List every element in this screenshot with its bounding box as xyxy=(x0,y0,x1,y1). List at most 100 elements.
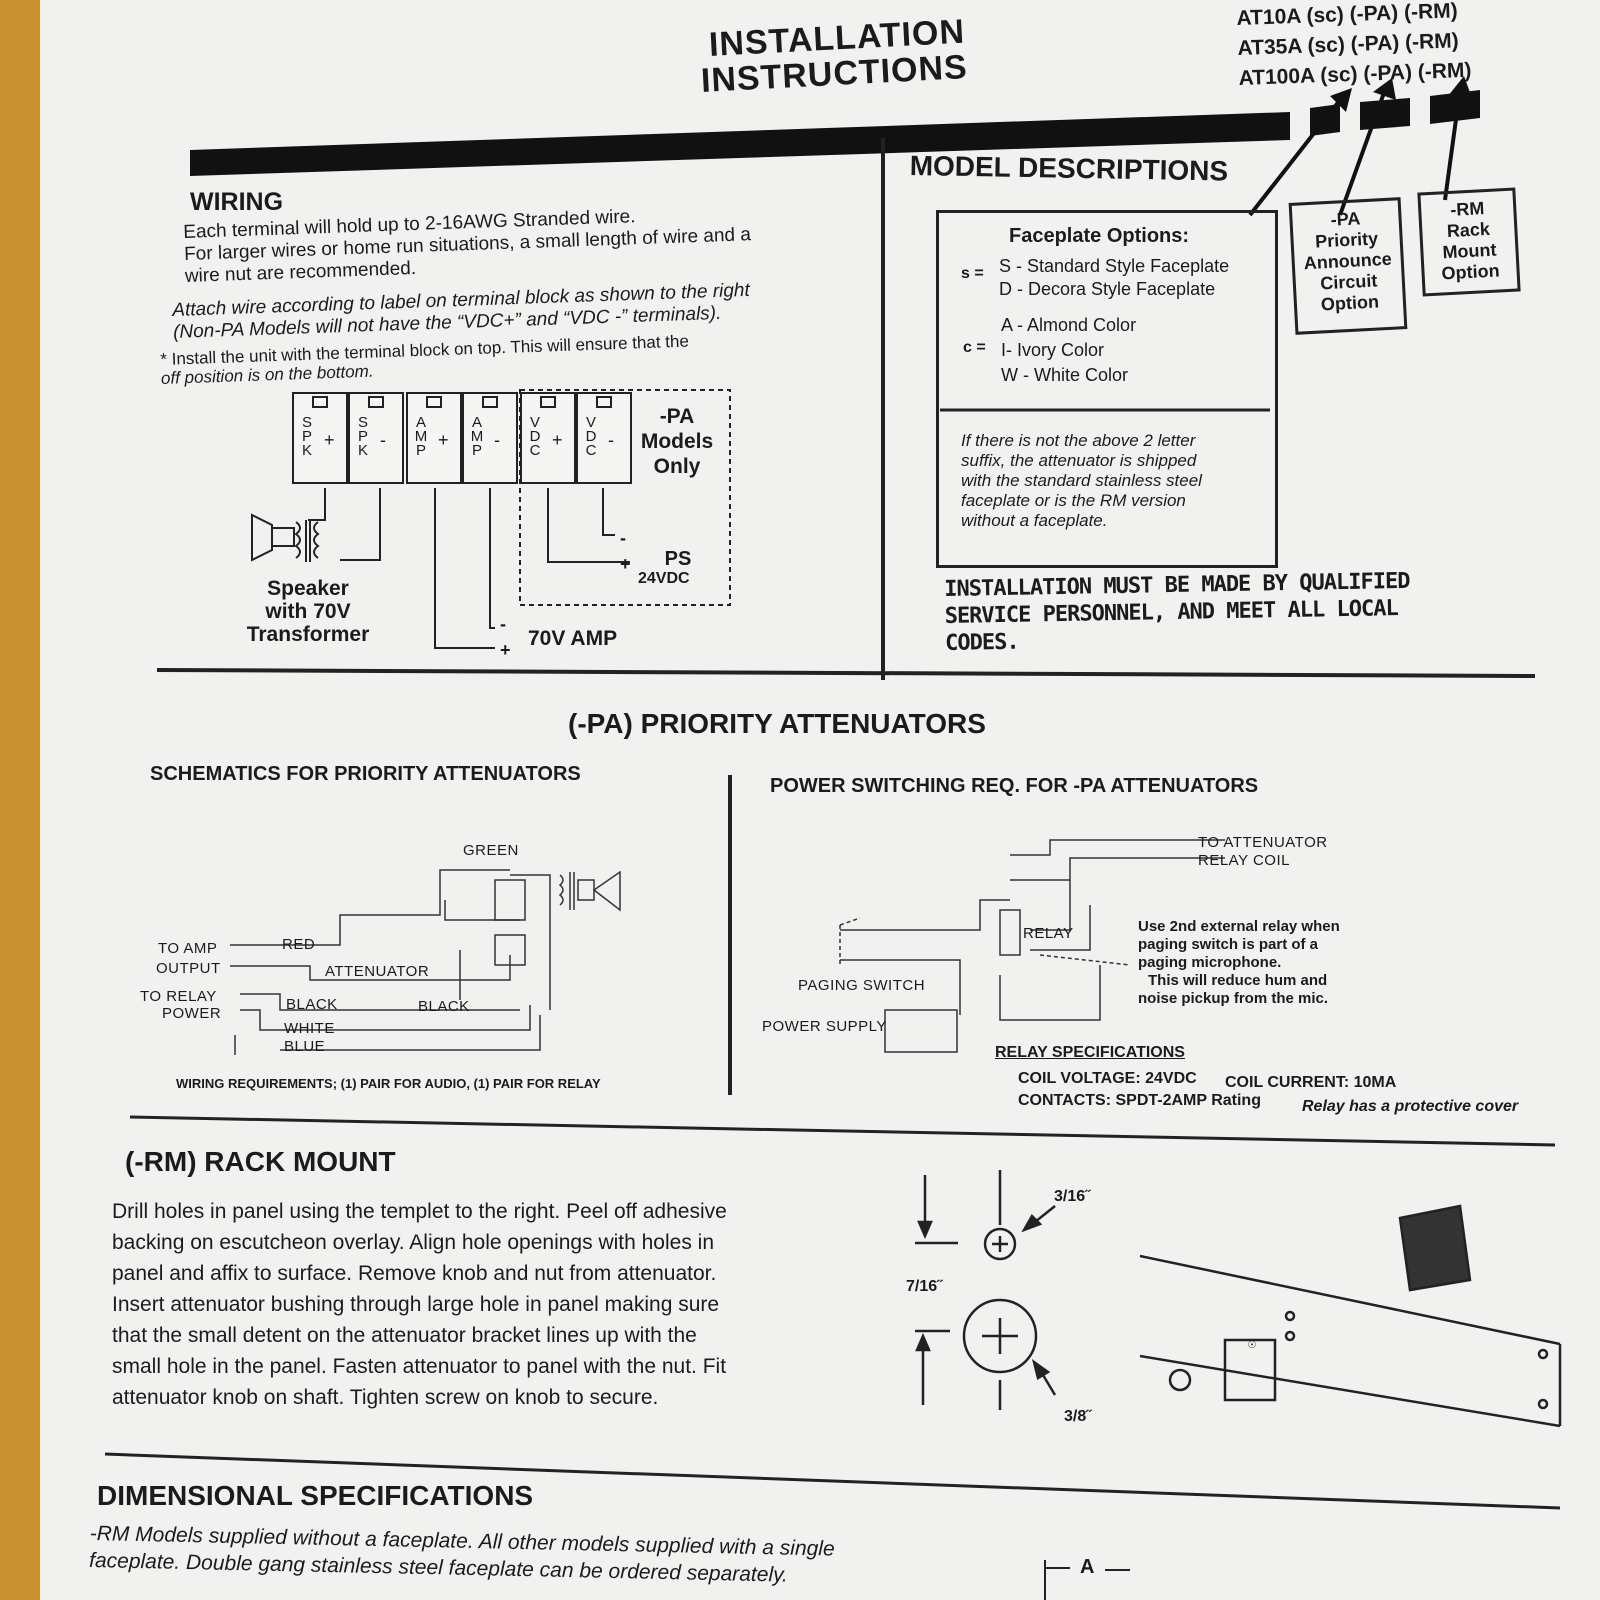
to-attenuator-line2: RELAY COIL xyxy=(1198,852,1290,869)
amp-minus: - xyxy=(500,614,506,634)
rack-line5: that the small detent on the attenuator … xyxy=(112,1324,697,1347)
pa-only-line3: Only xyxy=(653,455,701,478)
priority-heading: (-PA) PRIORITY ATTENUATORS xyxy=(568,708,986,739)
suffix-note-line2: suffix, the attenuator is shipped xyxy=(961,451,1197,470)
instruction-sheet: INSTALLATION INSTRUCTIONS AT10A (sc) (-P… xyxy=(40,0,1600,1600)
pa-only-line1: -PA xyxy=(659,405,695,428)
qualified-warning: INSTALLATION MUST BE MADE BY QUALIFIED S… xyxy=(944,568,1411,657)
suffix-note-line5: without a faceplate. xyxy=(961,511,1108,530)
suffix-note-line1: If there is not the above 2 letter xyxy=(961,431,1196,450)
relay-note-line1: Use 2nd external relay when xyxy=(1138,918,1340,935)
faceplate-title: Faceplate Options: xyxy=(1009,225,1190,247)
relay-spec-title: RELAY SPECIFICATIONS xyxy=(995,1044,1185,1061)
s-key: s = xyxy=(961,265,984,282)
wiring-heading: WIRING xyxy=(190,188,284,216)
terminal-sign: - xyxy=(608,430,614,450)
relay-note-line5: noise pickup from the mic. xyxy=(1138,990,1329,1007)
to-attenuator-line1: TO ATTENUATOR xyxy=(1198,834,1328,851)
ps-plus: + xyxy=(620,554,631,574)
relay-note-line2: paging switch is part of a xyxy=(1138,936,1319,953)
speaker-line2: with 70V xyxy=(265,600,351,623)
amp-plus: + xyxy=(500,640,511,660)
speaker-line3: Transformer xyxy=(246,623,370,646)
s-options: S - Standard Style Faceplate D - Decora … xyxy=(999,255,1229,301)
rack-line3: panel and affix to surface. Remove knob … xyxy=(112,1262,717,1285)
rm-option-box: -RM Rack Mount Option xyxy=(1417,187,1521,297)
rack-line2: backing on escutcheon overlay. Align hol… xyxy=(112,1231,715,1254)
s-option-decora: D - Decora Style Faceplate xyxy=(999,279,1216,299)
rack-line4: Insert attenuator bushing through large … xyxy=(112,1293,720,1316)
terminal-sign: + xyxy=(324,430,335,450)
schem-green: GREEN xyxy=(463,842,519,859)
suffix-note-line3: with the standard stainless steel xyxy=(961,471,1202,490)
speaker-line1: Speaker xyxy=(267,577,349,600)
ps-label: PS xyxy=(664,548,692,570)
pa-only-line2: Models xyxy=(640,430,714,453)
speaker-label: Speaker with 70V Transformer xyxy=(238,577,378,646)
rm-box-line4: Option xyxy=(1441,260,1501,284)
pa-box-line5: Option xyxy=(1320,291,1380,315)
faceplate-box: Faceplate Options: s = S - Standard Styl… xyxy=(936,210,1278,568)
pa-option-box: -PA Priority Announce Circuit Option xyxy=(1288,197,1408,335)
external-relay-note: Use 2nd external relay when paging switc… xyxy=(1138,918,1340,1008)
wiring-requirements: WIRING REQUIREMENTS; (1) PAIR FOR AUDIO,… xyxy=(176,1076,601,1091)
attenuator-dial-icon: ☉ xyxy=(1247,1340,1257,1351)
s-option-standard: S - Standard Style Faceplate xyxy=(999,256,1230,276)
relay-label: RELAY xyxy=(1023,925,1074,942)
rack-mount-instructions: Drill holes in panel using the templet t… xyxy=(112,1196,727,1413)
relay-note-line4: This will reduce hum and xyxy=(1148,972,1328,989)
suffix-note: If there is not the above 2 letter suffi… xyxy=(961,431,1202,531)
schem-output: OUTPUT xyxy=(156,960,221,977)
rack-mount-heading: (-RM) RACK MOUNT xyxy=(125,1146,396,1177)
relay-contacts: CONTACTS: SPDT-2AMP Rating xyxy=(1018,1092,1261,1109)
schem-black-left: BLACK xyxy=(286,996,338,1013)
relay-cover: Relay has a protective cover xyxy=(1302,1098,1519,1115)
relay-note-line3: paging microphone. xyxy=(1138,954,1282,971)
rack-line1: Drill holes in panel using the templet t… xyxy=(112,1200,727,1223)
rack-line7: attenuator knob on shaft. Tighten screw … xyxy=(112,1386,659,1409)
ps-volts: 24VDC xyxy=(638,570,690,587)
schem-to-amp: TO AMP xyxy=(158,940,218,957)
schem-to-relay: TO RELAY xyxy=(140,988,217,1005)
schem-red: RED xyxy=(282,936,316,953)
rack-line6: small hole in the panel. Fasten attenuat… xyxy=(112,1355,727,1378)
power-supply-label: POWER SUPPLY xyxy=(762,1018,887,1035)
power-switching-heading: POWER SWITCHING REQ. FOR -PA ATTENUATORS xyxy=(770,775,1259,797)
pa-models-only: -PA Models Only xyxy=(632,404,722,479)
terminal-sign: + xyxy=(438,430,449,450)
c-options: A - Almond Color I- Ivory Color W - Whit… xyxy=(1001,313,1136,388)
coil-voltage: COIL VOLTAGE: 24VDC xyxy=(1018,1070,1197,1087)
line-art xyxy=(104,76,1562,1600)
c-option-white: W - White Color xyxy=(1001,365,1129,385)
schem-power: POWER xyxy=(162,1005,222,1022)
terminal-sign: - xyxy=(494,430,500,450)
schem-attenuator: ATTENUATOR xyxy=(325,963,430,980)
paging-switch-label: PAGING SWITCH xyxy=(798,977,926,994)
ps-minus: - xyxy=(620,528,626,548)
suffix-note-line4: faceplate or is the RM version xyxy=(961,491,1186,510)
dim-small-hole: 3/16˝ xyxy=(1054,1188,1091,1205)
amp-label: 70V AMP xyxy=(528,627,618,650)
c-option-almond: A - Almond Color xyxy=(1001,315,1137,335)
schem-blue: BLUE xyxy=(284,1038,326,1055)
model-desc-heading: MODEL DESCRIPTIONS xyxy=(909,150,1229,187)
coil-current: COIL CURRENT: 10MA xyxy=(1225,1074,1397,1091)
to-attenuator-coil: TO ATTENUATOR RELAY COIL xyxy=(1198,834,1328,870)
schem-white: WHITE xyxy=(284,1020,335,1037)
terminal-sign: + xyxy=(552,430,563,450)
c-key: c = xyxy=(963,339,986,356)
c-option-ivory: I- Ivory Color xyxy=(1001,340,1105,360)
schematics-heading: SCHEMATICS FOR PRIORITY ATTENUATORS xyxy=(150,763,581,785)
